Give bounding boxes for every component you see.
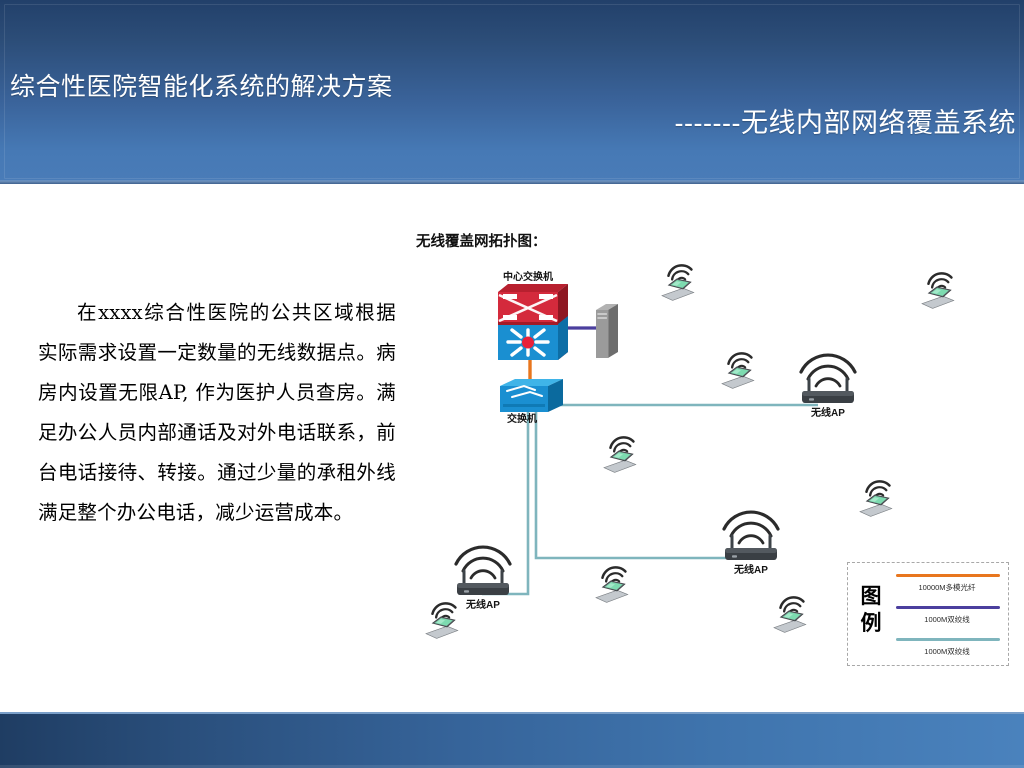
legend-swatch-fiber — [896, 574, 1000, 577]
link-switch-to-ap-left — [482, 412, 530, 596]
legend-label-twisted-blue: 1000M双绞线 — [924, 615, 970, 624]
slide-footer-bar — [0, 712, 1024, 768]
network-topology-diagram: 无线覆盖网拓扑图： — [400, 200, 1024, 680]
legend-swatch-twisted-blue — [896, 606, 1000, 609]
wireless-ap-left-icon — [454, 545, 512, 597]
legend-swatch-twisted-teal — [896, 638, 1000, 641]
laptop-icon — [660, 264, 695, 302]
wireless-ap-mid-icon — [722, 510, 780, 562]
legend: 图例 10000M多模光纤 1000M双绞线 1000M双绞线 — [847, 562, 1009, 666]
legend-item: 1000M双绞线 — [892, 601, 1002, 633]
page-title: 综合性医院智能化系统的解决方案 — [10, 73, 393, 101]
laptop-icon — [602, 436, 637, 474]
legend-item: 10000M多模光纤 — [892, 569, 1002, 601]
page-subtitle: -------无线内部网络覆盖系统 — [674, 108, 1016, 138]
slide-header-bar: 综合性医院智能化系统的解决方案 -------无线内部网络覆盖系统 — [0, 0, 1024, 184]
diagram-title: 无线覆盖网拓扑图： — [416, 234, 547, 250]
legend-item: 1000M双绞线 — [892, 633, 1002, 665]
body-paragraph: 在xxxx综合性医院的公共区域根据实际需求设置一定数量的无线数据点。病房内设置无… — [38, 301, 396, 524]
label-ap-mid: 无线AP — [734, 565, 768, 576]
laptop-icon — [594, 566, 629, 604]
legend-label-twisted-teal: 1000M双绞线 — [924, 647, 970, 656]
wireless-ap-right-icon — [799, 353, 857, 405]
legend-rows: 10000M多模光纤 1000M双绞线 1000M双绞线 — [892, 569, 1002, 661]
topology-svg — [424, 264, 955, 640]
core-switch-icon — [498, 284, 568, 360]
link-switch-to-ap-mid — [534, 412, 741, 560]
legend-title: 图例 — [860, 584, 882, 635]
label-ap-right: 无线AP — [811, 408, 845, 419]
label-ap-left: 无线AP — [466, 600, 500, 611]
label-switch: 交换机 — [507, 414, 537, 425]
laptop-icon — [720, 352, 755, 390]
legend-label-fiber: 10000M多模光纤 — [918, 583, 976, 592]
laptop-icon — [858, 480, 893, 518]
label-core-switch: 中心交换机 — [503, 272, 553, 283]
switch-icon — [500, 379, 563, 412]
laptop-icon — [920, 272, 955, 310]
server-icon — [596, 304, 618, 358]
laptop-icon — [772, 596, 807, 634]
